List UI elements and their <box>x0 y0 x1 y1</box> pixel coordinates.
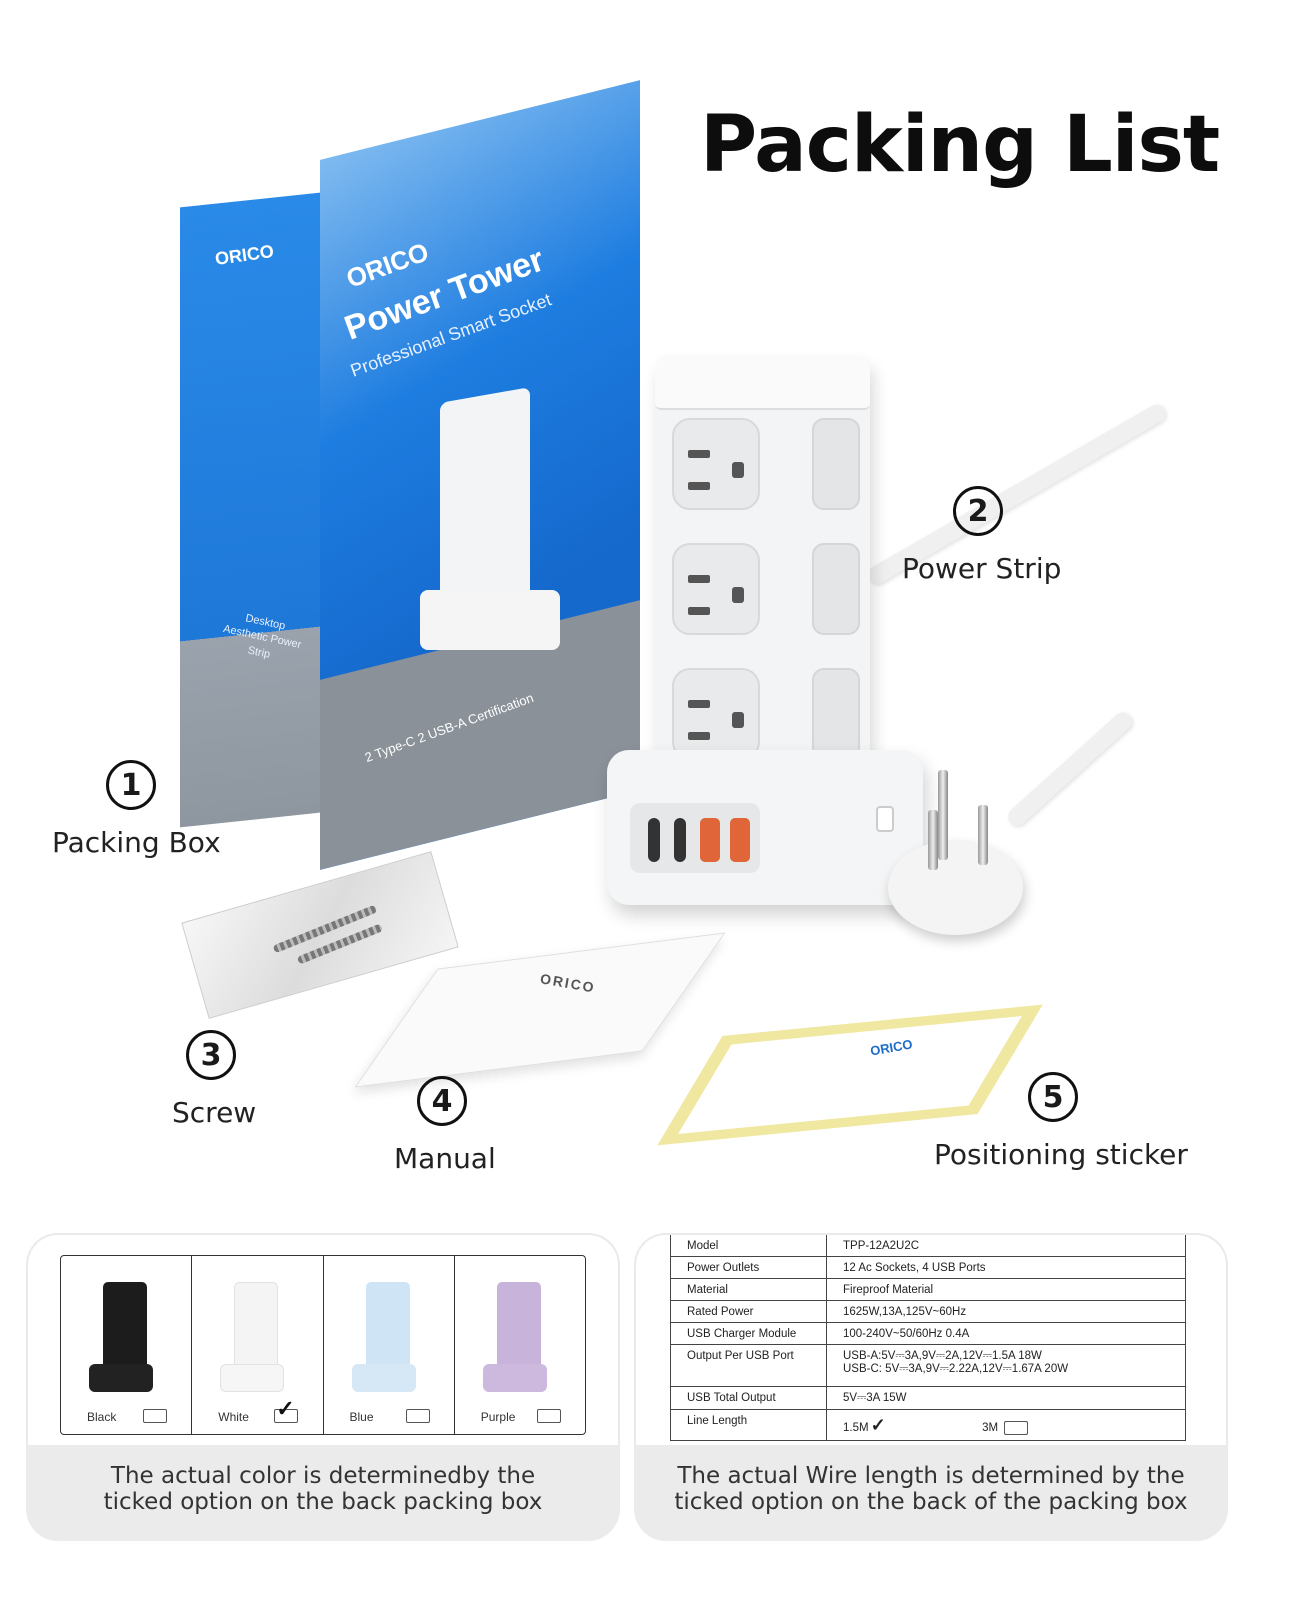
positioning-sticker <box>657 1004 1043 1146</box>
color-name: Purple <box>480 1410 516 1424</box>
side-outlet <box>812 418 860 510</box>
plug-prong <box>928 810 938 870</box>
color-caption: The actual color is determinedby the tic… <box>103 1463 543 1515</box>
color-option-purple: Purple <box>455 1256 585 1434</box>
item-label-packing-box: Packing Box <box>52 826 221 859</box>
box-side-panel <box>180 192 320 828</box>
box-product-base <box>420 590 560 650</box>
item-label-positioning-sticker: Positioning sticker <box>934 1138 1188 1171</box>
color-checkbox <box>405 1409 430 1423</box>
color-option-blue: Blue <box>324 1256 455 1434</box>
usb-a-port <box>730 818 750 862</box>
usb-c-port <box>648 818 660 862</box>
power-switch <box>876 806 894 832</box>
ac-outlet <box>672 543 760 635</box>
side-outlet <box>812 668 860 760</box>
item-number-3: 3 <box>186 1030 236 1080</box>
color-name: Blue <box>349 1410 374 1424</box>
power-strip-cap <box>655 355 870 410</box>
item-number-2: 2 <box>953 486 1003 536</box>
color-checkbox <box>143 1409 167 1423</box>
color-name: White <box>218 1410 249 1424</box>
item-label-power-strip: Power Strip <box>902 552 1062 585</box>
usb-a-port <box>700 818 720 862</box>
item-label-manual: Manual <box>394 1142 496 1175</box>
usb-c-port <box>674 818 686 862</box>
color-options-panel: Black White ✓ Blue Purple The actual col… <box>26 1233 620 1541</box>
power-plug <box>888 840 1023 935</box>
checkmark-icon: ✓ <box>870 1415 886 1435</box>
color-options-grid: Black White ✓ Blue Purple <box>60 1255 586 1435</box>
side-outlet <box>812 543 860 635</box>
ac-outlet <box>672 668 760 760</box>
item-number-5: 5 <box>1028 1072 1078 1122</box>
color-checkbox <box>274 1409 299 1423</box>
color-option-white: White ✓ <box>192 1256 324 1434</box>
length-option-1: 1.5M <box>843 1422 869 1434</box>
wire-length-caption: The actual Wire length is determined by … <box>674 1463 1188 1515</box>
item-number-4: 4 <box>417 1076 467 1126</box>
ac-outlet <box>672 418 760 510</box>
color-name: Black <box>87 1410 117 1424</box>
color-option-black: Black <box>61 1256 193 1434</box>
packing-box-image <box>180 80 640 870</box>
color-checkbox <box>536 1409 561 1423</box>
checkmark-icon: ✓ <box>276 1396 295 1421</box>
plug-prong <box>978 805 988 865</box>
plug-prong <box>938 770 948 860</box>
item-number-1: 1 <box>106 760 156 810</box>
item-label-screw: Screw <box>172 1096 257 1129</box>
power-cord-lower <box>1004 708 1136 830</box>
length-option-2: 3M <box>982 1422 999 1434</box>
table-row: Line Length 1.5M✓ 3M <box>670 1409 1186 1441</box>
length-checkbox <box>1004 1420 1029 1435</box>
page-title: Packing List <box>700 100 1220 190</box>
